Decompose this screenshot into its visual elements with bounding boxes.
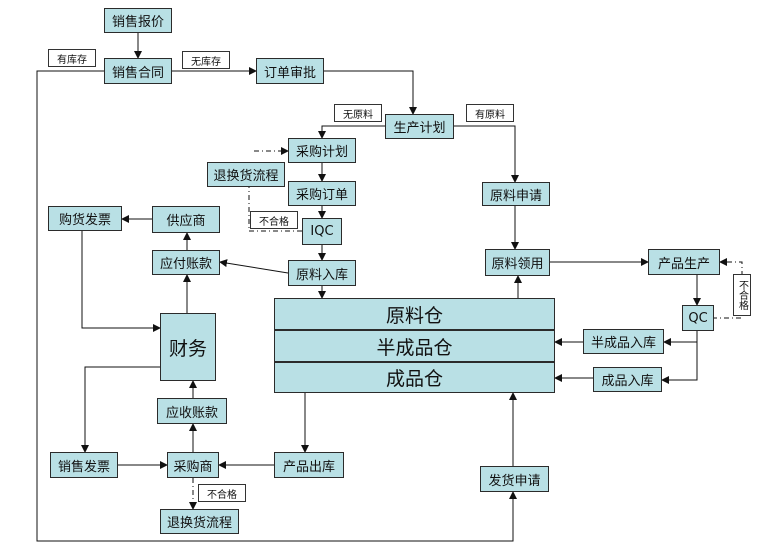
node-semi-warehouse[interactable]: 半成品仓 (274, 330, 555, 362)
label-in-stock: 有库存 (48, 49, 96, 67)
node-product-outbound[interactable]: 产品出库 (274, 452, 344, 478)
node-accounts-receivable[interactable]: 应收账款 (157, 398, 227, 424)
node-raw-warehouse[interactable]: 原料仓 (274, 298, 555, 330)
node-production-plan[interactable]: 生产计划 (385, 114, 454, 139)
node-product-production[interactable]: 产品生产 (648, 249, 720, 275)
label-no-material: 无原料 (334, 104, 382, 122)
node-order-approval[interactable]: 订单审批 (256, 58, 324, 84)
node-purchase-plan[interactable]: 采购计划 (288, 138, 356, 163)
label-unqualified-buyer: 不合格 (198, 484, 246, 502)
node-sales-invoice[interactable]: 销售发票 (50, 452, 118, 478)
node-material-request[interactable]: 原料申请 (482, 182, 550, 206)
node-buyer[interactable]: 采购商 (167, 452, 219, 478)
node-return-exchange-bottom[interactable]: 退换货流程 (160, 509, 239, 534)
label-has-material: 有原料 (466, 104, 514, 122)
node-return-exchange-top[interactable]: 退换货流程 (207, 162, 285, 187)
label-unqualified-iqc: 不合格 (250, 211, 298, 229)
node-purchase-order[interactable]: 采购订单 (288, 181, 356, 206)
node-finance[interactable]: 财务 (160, 313, 216, 381)
node-supplier[interactable]: 供应商 (152, 206, 220, 233)
node-material-issue[interactable]: 原料领用 (485, 249, 550, 276)
node-raw-inbound[interactable]: 原料入库 (288, 260, 356, 286)
node-accounts-payable[interactable]: 应付账款 (152, 250, 220, 275)
node-sales-contract[interactable]: 销售合同 (104, 58, 172, 84)
node-shipping-request[interactable]: 发货申请 (480, 466, 549, 492)
node-finished-inbound[interactable]: 成品入库 (593, 367, 662, 392)
label-out-of-stock: 无库存 (182, 51, 230, 69)
node-semi-inbound[interactable]: 半成品入库 (583, 329, 664, 354)
node-sales-quote[interactable]: 销售报价 (104, 8, 172, 33)
node-qc[interactable]: QC (682, 305, 714, 331)
node-purchase-invoice[interactable]: 购货发票 (48, 206, 122, 231)
label-unqualified-qc: 不合格 (733, 274, 751, 316)
node-finished-warehouse[interactable]: 成品仓 (274, 362, 555, 393)
node-iqc[interactable]: IQC (302, 218, 342, 245)
